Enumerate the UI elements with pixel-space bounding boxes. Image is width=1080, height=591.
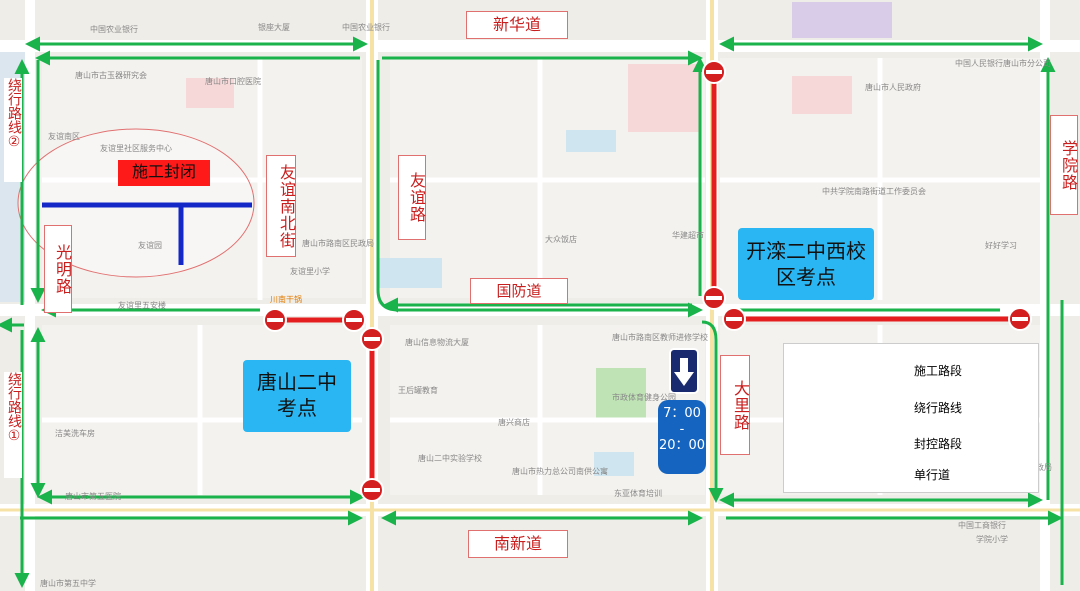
construction-segments <box>42 202 252 265</box>
detour-routes <box>0 36 1064 588</box>
closed-segments <box>275 72 1020 490</box>
road-label-nanxin: 南新道 <box>468 530 568 558</box>
poi-label: 唐山市路南区教师进修学校 <box>612 333 708 342</box>
detour-route-1-label: 绕行路线① <box>4 372 22 478</box>
poi-label: 市政体育健身公园 <box>612 393 676 402</box>
no-entry-icon <box>1008 307 1032 331</box>
legend-one-way: 单行道 <box>784 462 1038 486</box>
poi-label: 唐山市人民政府 <box>865 83 921 92</box>
poi-label: 唐山信息物流大厦 <box>405 338 469 347</box>
no-entry-icon <box>722 307 746 331</box>
no-entry-icon <box>263 308 287 332</box>
legend-closed-label: 封控路段 <box>914 437 963 451</box>
no-entry-icon <box>702 60 726 84</box>
one-way-down-icon <box>669 348 699 394</box>
road-label-xueyuan: 学院路 <box>1050 115 1078 215</box>
no-entry-icon <box>360 327 384 351</box>
poi-label: 中国人民银行唐山市分公司 <box>955 59 1051 68</box>
poi-label: 唐山市第五医院 <box>65 492 121 501</box>
one-way-time-dash: - <box>679 422 685 437</box>
poi-label: 唐山市第五中学 <box>40 579 96 588</box>
no-entry-signs <box>263 60 1032 502</box>
poi-label: 中国农业银行 <box>90 25 138 34</box>
legend-one-way-label: 单行道 <box>914 468 951 482</box>
poi-label: 学院小学 <box>976 535 1008 544</box>
poi-label: 友谊南区 <box>48 132 80 141</box>
road-label-guofang: 国防道 <box>470 278 568 304</box>
poi-label: 中国工商银行 <box>958 521 1006 530</box>
no-entry-icon <box>702 286 726 310</box>
map-legend: 施工路段 绕行路线 封控路段 单行道 <box>783 343 1039 493</box>
poi-label: 中共学院南路街道工作委员会 <box>822 187 926 196</box>
poi-label: 唐山市热力总公司南供公寓 <box>512 467 608 476</box>
poi-label: 王后罐教育 <box>398 386 438 395</box>
one-way-start-time: 7：00 <box>663 406 701 421</box>
poi-label: 友谊里社区服务中心 <box>100 144 172 153</box>
road-label-guangming: 光明路 <box>44 225 72 313</box>
poi-label: 好好学习 <box>985 241 1017 250</box>
road-label-youyi: 友谊路 <box>398 155 426 240</box>
poi-label: 友谊里五安楼 <box>118 301 166 310</box>
construction-closure-label: 施工封闭 <box>118 160 210 186</box>
legend-detour-label: 绕行路线 <box>914 401 963 415</box>
poi-label: 唐山市路南区民政局 <box>302 239 374 248</box>
poi-label: 友谊里小学 <box>290 267 330 276</box>
exam-site-tangshan-no2: 唐山二中考点 <box>243 360 351 432</box>
poi-label: 川南干锅 <box>270 295 302 304</box>
legend-construction-label: 施工路段 <box>914 364 963 378</box>
road-label-xinhua: 新华道 <box>466 11 568 39</box>
one-way-time-box: 7：00 - 20：00 <box>658 400 706 474</box>
poi-label: 友谊园 <box>138 241 162 250</box>
poi-label: 银座大厦 <box>258 23 290 32</box>
legend-detour: 绕行路线 <box>784 395 1038 419</box>
legend-construction: 施工路段 <box>784 358 1038 382</box>
poi-label: 唐山市古玉器研究会 <box>75 71 147 80</box>
poi-label: 东亚体育培训 <box>614 489 662 498</box>
poi-label: 大众饭店 <box>545 235 577 244</box>
poi-label: 唐山二中实验学校 <box>418 454 482 463</box>
exam-site-kailuan-west: 开滦二中西校区考点 <box>738 228 874 300</box>
poi-label: 中国农业银行 <box>342 23 390 32</box>
poi-label: 唐兴商店 <box>498 418 530 427</box>
detour-route-2-label: 绕行路线② <box>4 78 22 182</box>
poi-label: 洁美洗车房 <box>55 429 95 438</box>
legend-closed: 封控路段 <box>784 431 1038 455</box>
one-way-end-time: 20：00 <box>658 438 706 453</box>
no-entry-icon <box>342 308 366 332</box>
poi-label: 华建超市 <box>672 231 704 240</box>
no-entry-icon <box>360 478 384 502</box>
road-label-dali: 大里路 <box>720 355 750 455</box>
road-label-youyi-nanbei: 友谊南北街 <box>266 155 296 257</box>
poi-label: 唐山市口腔医院 <box>205 77 261 86</box>
